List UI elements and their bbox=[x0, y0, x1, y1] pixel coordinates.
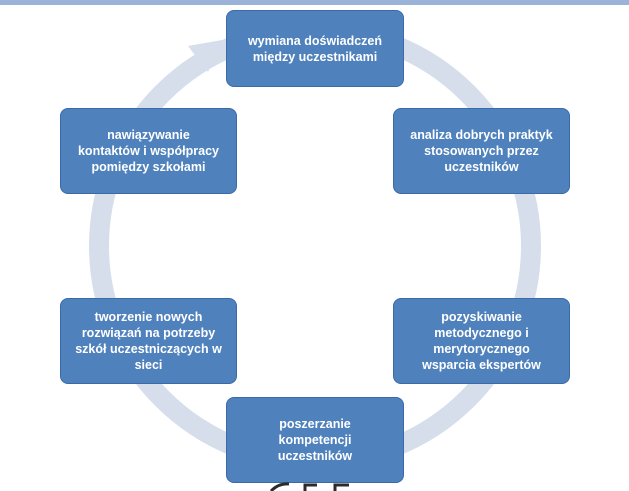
top-rule bbox=[0, 0, 629, 5]
cycle-node-good-practices: analiza dobrych praktyk stosowanych prze… bbox=[393, 108, 570, 194]
cycle-node-contacts: nawiązywanie kontaktów i współpracy pomi… bbox=[60, 108, 237, 194]
cycle-node-new-solutions: tworzenie nowych rozwiązań na potrzeby s… bbox=[60, 298, 237, 384]
cycle-node-exchange-experience: wymiana doświadczeń między uczestnikami bbox=[226, 10, 404, 87]
cycle-node-competences: poszerzanie kompetencji uczestników bbox=[226, 397, 404, 483]
cropped-logo-fragment bbox=[269, 482, 349, 491]
cycle-node-expert-support: pozyskiwanie metodycznego i merytoryczne… bbox=[393, 298, 570, 384]
cycle-arrowhead-icon bbox=[188, 40, 222, 72]
